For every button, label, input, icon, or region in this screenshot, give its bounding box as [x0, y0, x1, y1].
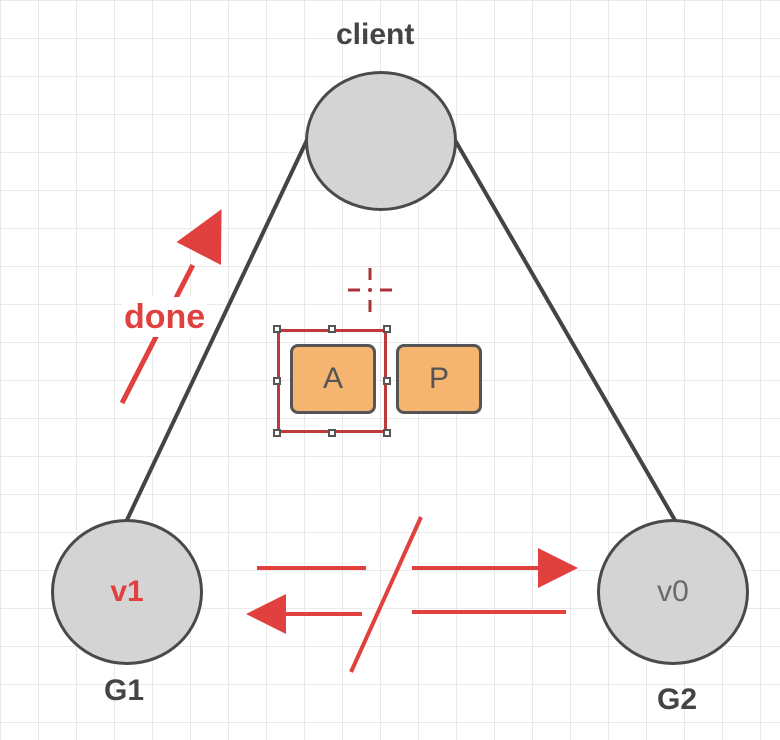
box-a[interactable]: A [290, 344, 376, 414]
done-label: done [122, 297, 208, 337]
client-node[interactable] [305, 71, 457, 211]
g2-node[interactable]: v0 [597, 519, 749, 665]
g2-label: G2 [657, 683, 698, 716]
crosshair-cursor-icon [348, 268, 392, 312]
partition-slash[interactable] [349, 516, 423, 673]
resize-handle-bottom-left[interactable] [273, 429, 281, 437]
edge-client-g1[interactable] [124, 139, 309, 523]
resize-handle-middle-left[interactable] [273, 377, 281, 385]
g1-node-value: v1 [110, 575, 144, 608]
g1-node[interactable]: v1 [51, 519, 203, 665]
resize-handle-top-left[interactable] [273, 325, 281, 333]
g1-label: G1 [104, 674, 145, 707]
g2-node-value: v0 [657, 575, 689, 608]
resize-handle-bottom-right[interactable] [383, 429, 391, 437]
client-label: client [336, 18, 415, 51]
resize-handle-bottom-center[interactable] [328, 429, 336, 437]
edge-client-g2[interactable] [453, 138, 678, 524]
box-p[interactable]: P [396, 344, 482, 414]
resize-handle-middle-right[interactable] [383, 377, 391, 385]
selection-frame[interactable] [277, 329, 387, 433]
resize-handle-top-right[interactable] [383, 325, 391, 333]
resize-handle-top-center[interactable] [328, 325, 336, 333]
